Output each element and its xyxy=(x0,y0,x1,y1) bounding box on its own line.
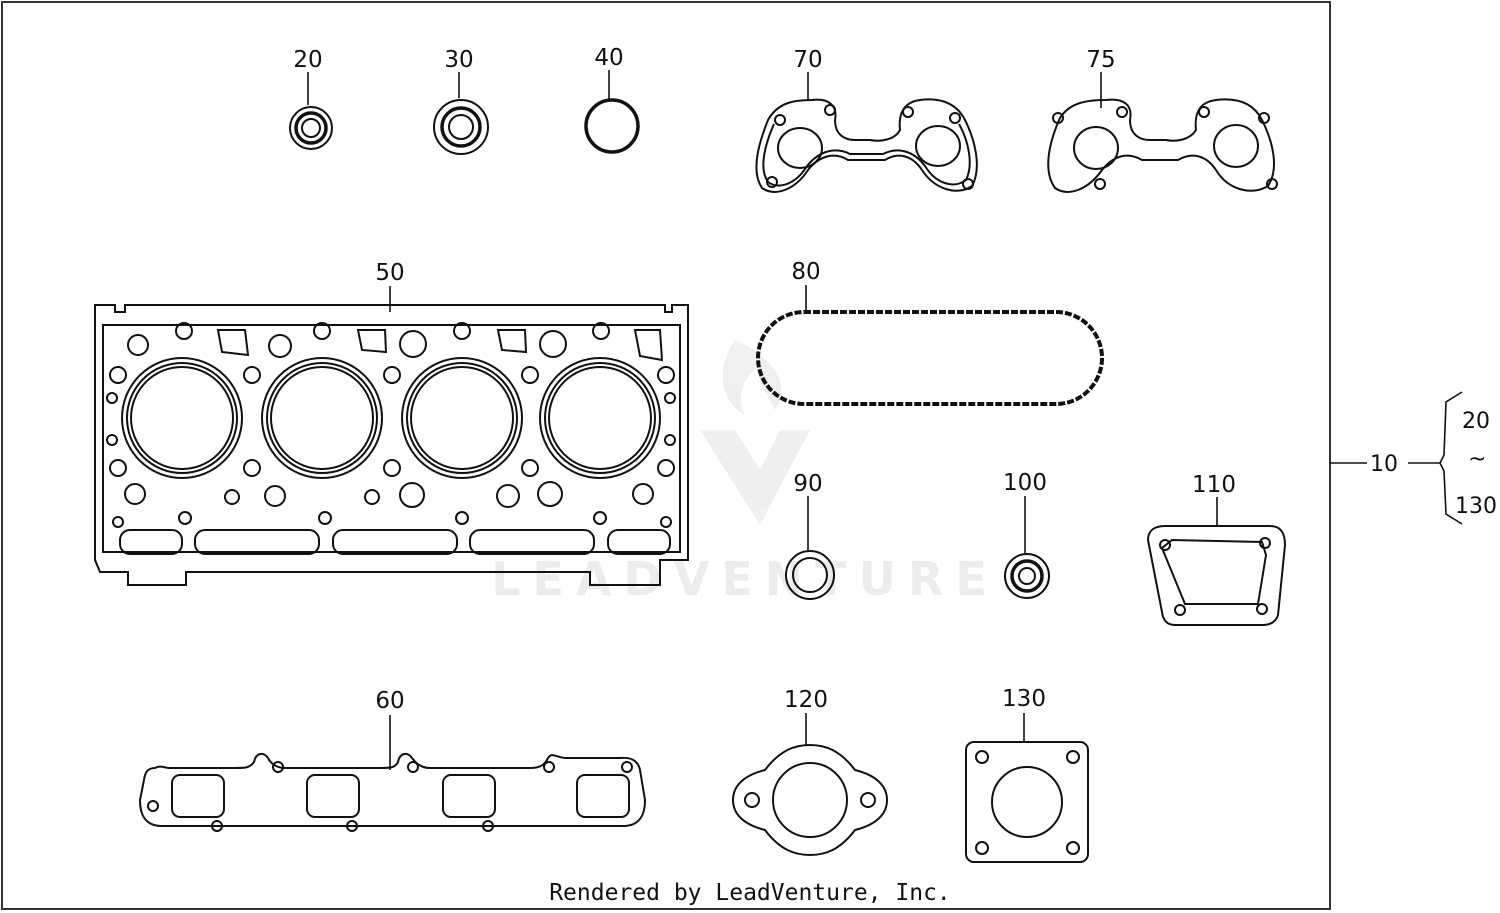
callout-50[interactable]: 50 xyxy=(375,260,404,286)
cylinder-bores xyxy=(121,357,661,479)
part-70-manifold-gasket[interactable] xyxy=(755,98,978,193)
part-90-washer[interactable] xyxy=(785,550,835,600)
part-120-flange-gasket[interactable] xyxy=(731,743,889,857)
range-tilde: ~ xyxy=(1468,447,1486,472)
range-end: 130 xyxy=(1455,494,1497,519)
head-gasket-holes xyxy=(106,322,676,528)
callout-130[interactable]: 130 xyxy=(1002,686,1046,712)
callout-60[interactable]: 60 xyxy=(375,688,404,714)
range-bracket xyxy=(1439,391,1463,525)
part-20-seal[interactable] xyxy=(289,106,333,150)
callout-120[interactable]: 120 xyxy=(784,687,828,713)
callout-70[interactable]: 70 xyxy=(793,47,822,73)
callout-75[interactable]: 75 xyxy=(1086,47,1115,73)
callout-40[interactable]: 40 xyxy=(594,45,623,71)
range-start: 20 xyxy=(1462,409,1490,434)
callout-90[interactable]: 90 xyxy=(793,471,822,497)
watermark-logo xyxy=(700,340,810,525)
diagram-frame xyxy=(1,1,1331,910)
part-100-seal[interactable] xyxy=(1004,553,1050,599)
watermark-text: LEADVENTURE xyxy=(491,552,999,606)
part-75-manifold-gasket[interactable] xyxy=(1047,98,1278,193)
callout-10[interactable]: 10 xyxy=(1370,452,1398,477)
callout-30[interactable]: 30 xyxy=(444,47,473,73)
part-30-seal[interactable] xyxy=(433,99,489,155)
part-80-cover-gasket[interactable] xyxy=(756,310,1104,406)
part-130-square-gasket[interactable] xyxy=(965,741,1089,863)
callout-20[interactable]: 20 xyxy=(293,47,322,73)
callout-100[interactable]: 100 xyxy=(1003,470,1047,496)
part-50-head-gasket[interactable] xyxy=(94,304,689,586)
part-60-manifold-gasket[interactable] xyxy=(138,752,647,832)
callout-110[interactable]: 110 xyxy=(1192,472,1236,498)
head-gasket-slots xyxy=(119,529,671,555)
callout-80[interactable]: 80 xyxy=(791,259,820,285)
part-110-gasket[interactable] xyxy=(1146,525,1287,626)
part-40-o-ring[interactable] xyxy=(584,98,640,154)
footer-credit: Rendered by LeadVenture, Inc. xyxy=(549,880,951,906)
